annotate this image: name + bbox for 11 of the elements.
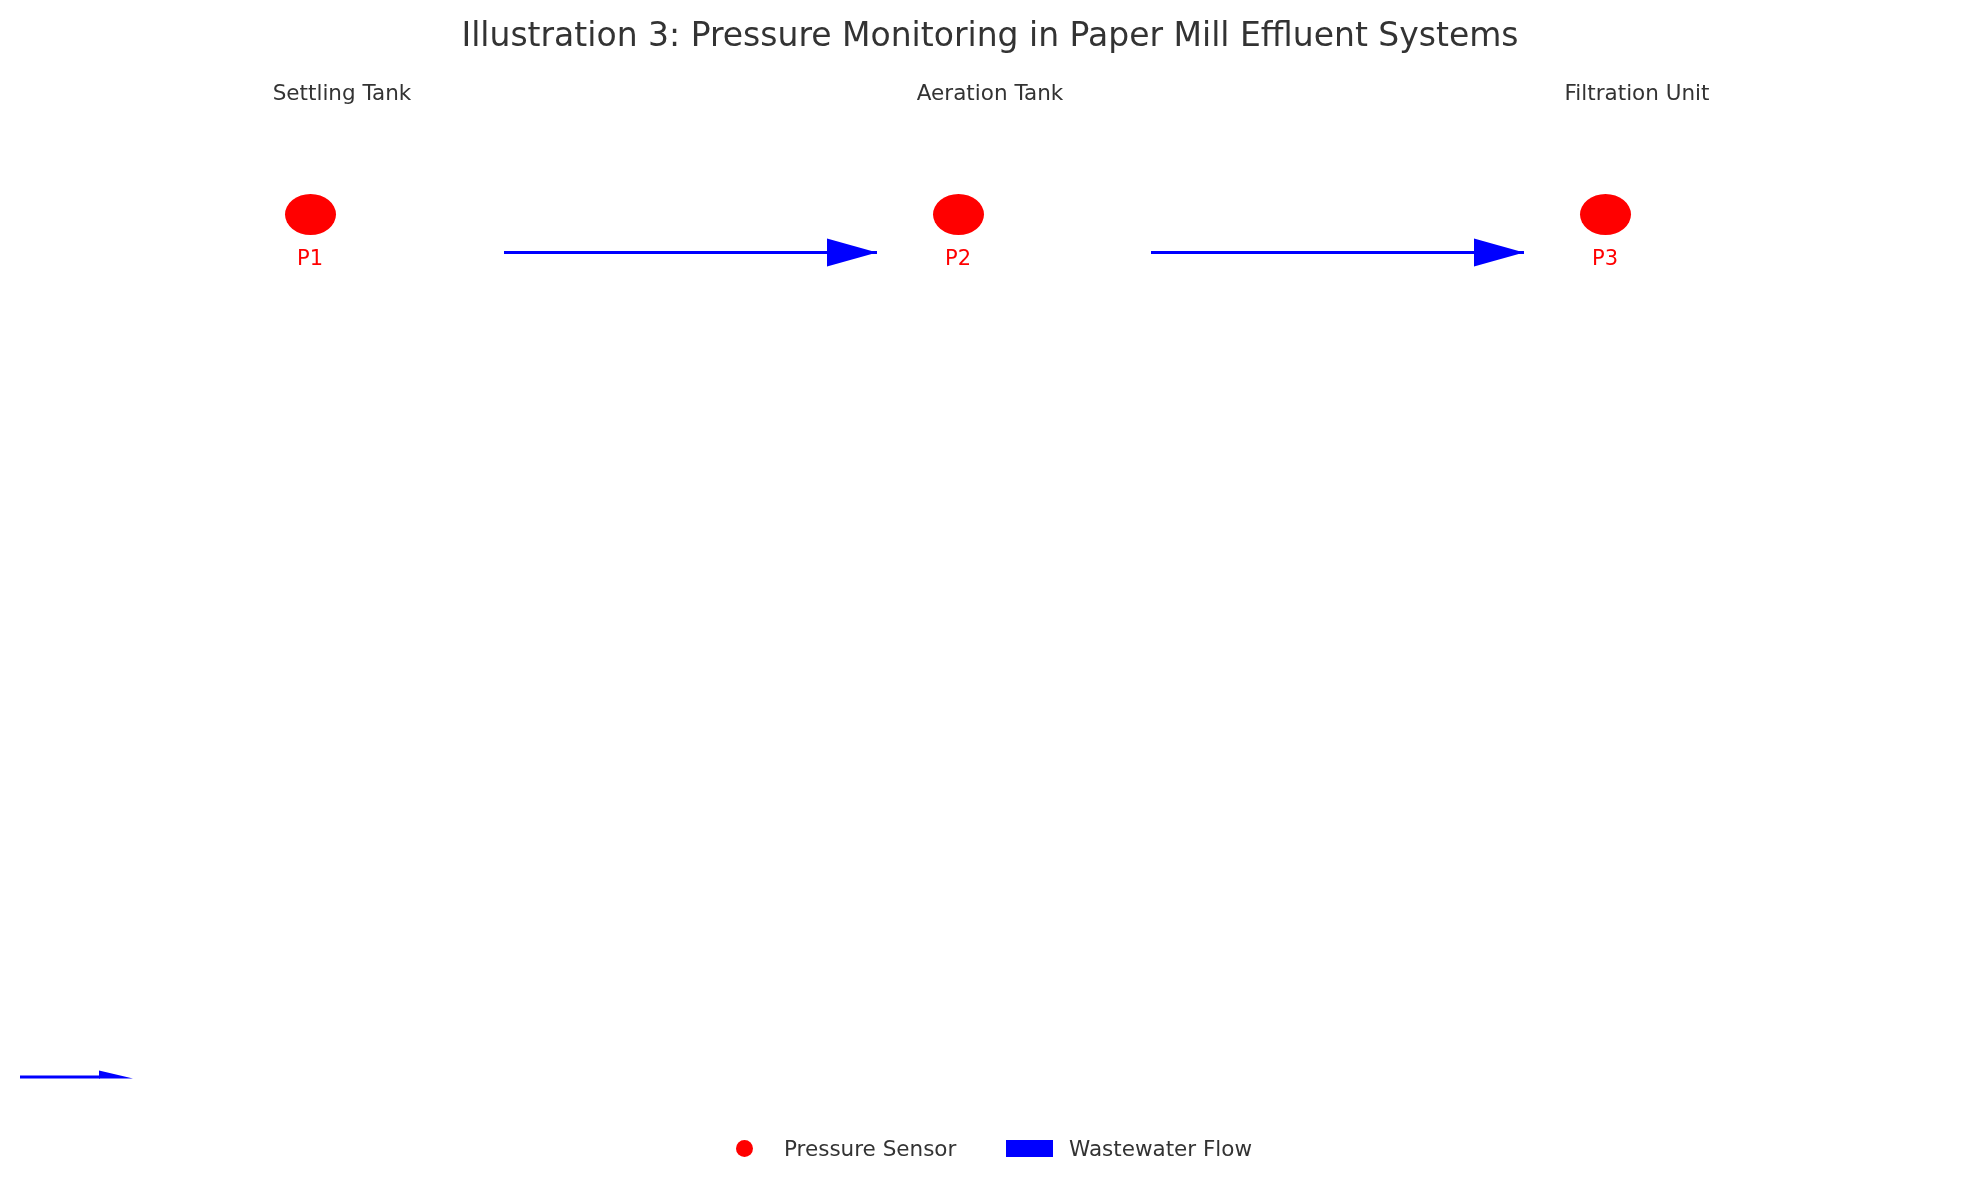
stage-label: Filtration Unit xyxy=(1564,80,1710,106)
legend-label: Pressure Sensor xyxy=(784,1136,957,1161)
sensor-label: P2 xyxy=(945,245,971,271)
legend-label: Wastewater Flow xyxy=(1069,1136,1253,1161)
flow-arrow xyxy=(504,238,877,267)
sensor-label: P1 xyxy=(297,245,323,271)
stage-label: Settling Tank xyxy=(272,80,412,106)
stage-label: Aeration Tank xyxy=(916,80,1064,106)
diagram-title: Illustration 3: Pressure Monitoring in Paper Mill Effluent Systems xyxy=(461,16,1519,54)
sensor-label: P3 xyxy=(1592,245,1618,271)
flow-arrow xyxy=(1151,238,1524,267)
